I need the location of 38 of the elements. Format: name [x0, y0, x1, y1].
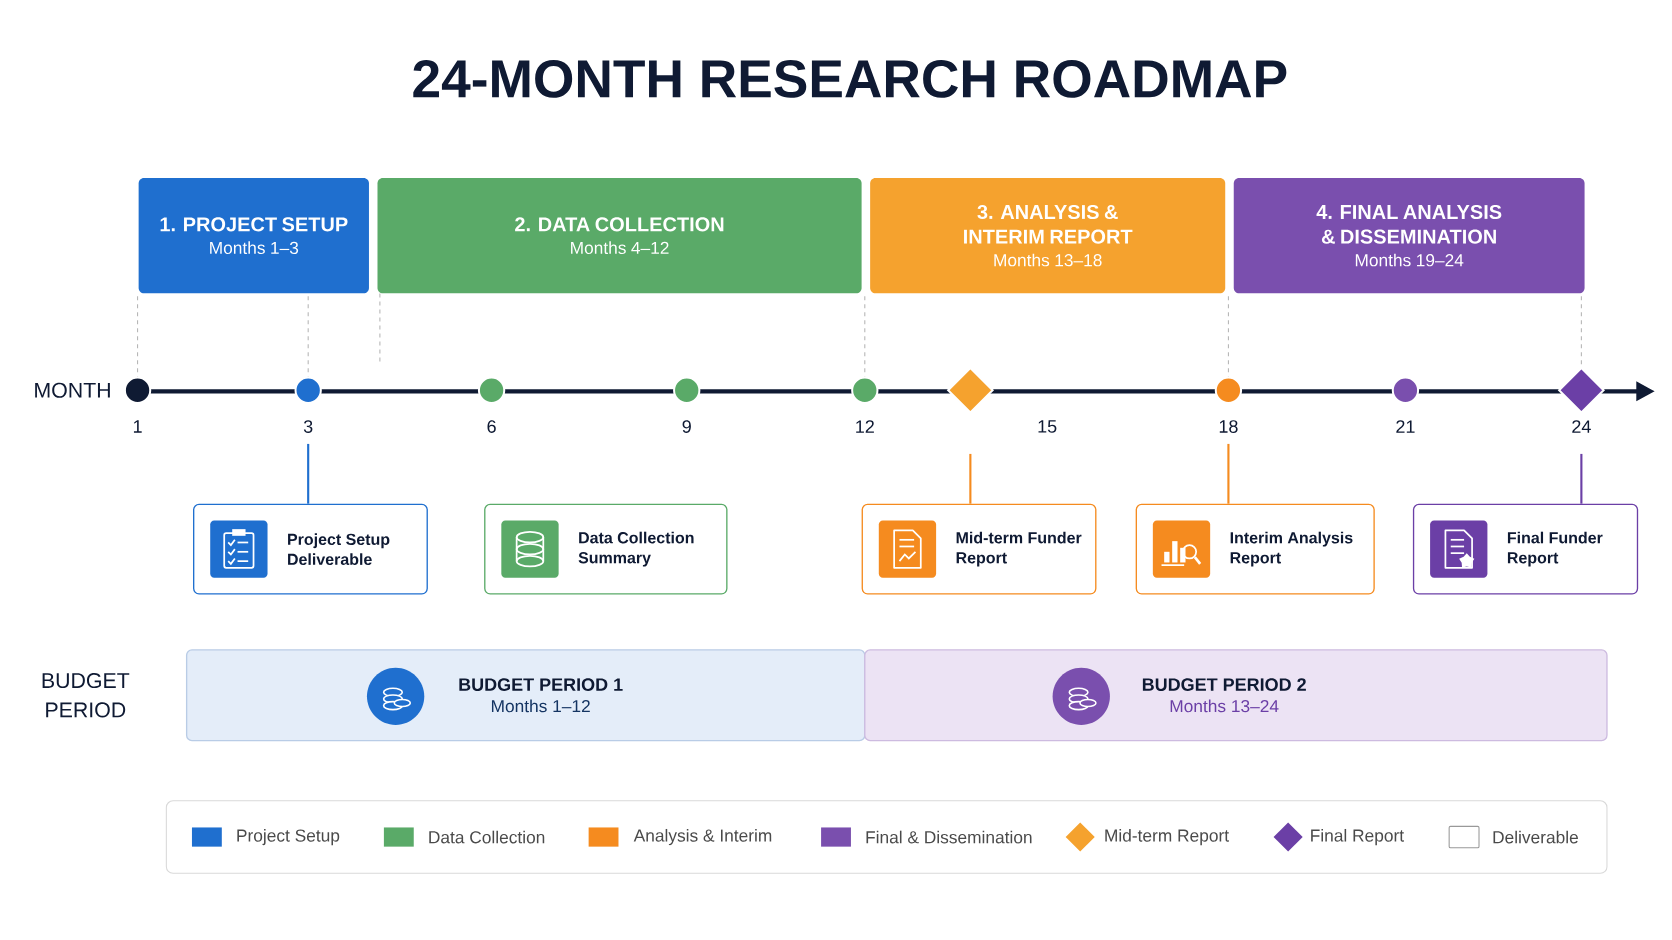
circle-marker: [851, 376, 879, 404]
month-number: 18: [1219, 419, 1238, 433]
month-number: 21: [1396, 420, 1415, 433]
circle-marker: [1214, 376, 1243, 404]
leader-line: [307, 443, 310, 504]
month-axis-label: MONTH: [35, 382, 110, 398]
budget-axis-label: BUDGET PERIOD: [42, 672, 130, 718]
circle-marker: [294, 376, 322, 404]
budget-period-band: [864, 649, 1608, 741]
circle-marker: [123, 376, 152, 404]
phase-box: 3. ANALYSIS & INTERIM REPORT Months 13–18: [870, 177, 1226, 293]
month-number: 1: [133, 420, 142, 433]
legend-label: Mid-term Report: [1105, 828, 1229, 845]
circle-marker: [673, 376, 701, 404]
month-number: 15: [1038, 420, 1057, 433]
circle-marker: [477, 376, 506, 404]
phase-box: 2. DATA COLLECTION Months 4–12: [377, 177, 862, 293]
leader-line: [969, 453, 972, 504]
legend-label: Final & Dissemination: [866, 830, 1032, 844]
month-number: 12: [856, 420, 874, 433]
legend-label: Analysis & Interim: [633, 828, 772, 845]
month-number: 9: [682, 419, 691, 433]
budget-period-text: BUDGET PERIOD 1 Months 1–12: [459, 677, 623, 712]
guide-line: [379, 292, 381, 364]
month-number: 6: [487, 419, 496, 433]
legend-label: Project Setup: [237, 828, 340, 845]
legend-label: Data Collection: [429, 830, 545, 844]
phase-box: 4. FINAL ANALYSIS & DISSEMINATION Months 19–24: [1233, 177, 1585, 293]
title: 24-MONTH RESEARCH ROADMAP: [413, 59, 1287, 98]
legend-label: Deliverable: [1493, 830, 1578, 844]
month-number: 3: [303, 419, 313, 433]
budget-period-text: BUDGET PERIOD 2 Months 13–24: [1142, 677, 1306, 712]
leader-line: [1580, 453, 1583, 504]
leader-line: [1227, 443, 1230, 504]
budget-period-band: [185, 649, 866, 741]
circle-marker: [1391, 376, 1420, 404]
legend-label: Final Report: [1311, 828, 1404, 845]
phase-box: 1. PROJECT SETUP Months 1–3: [138, 177, 369, 293]
